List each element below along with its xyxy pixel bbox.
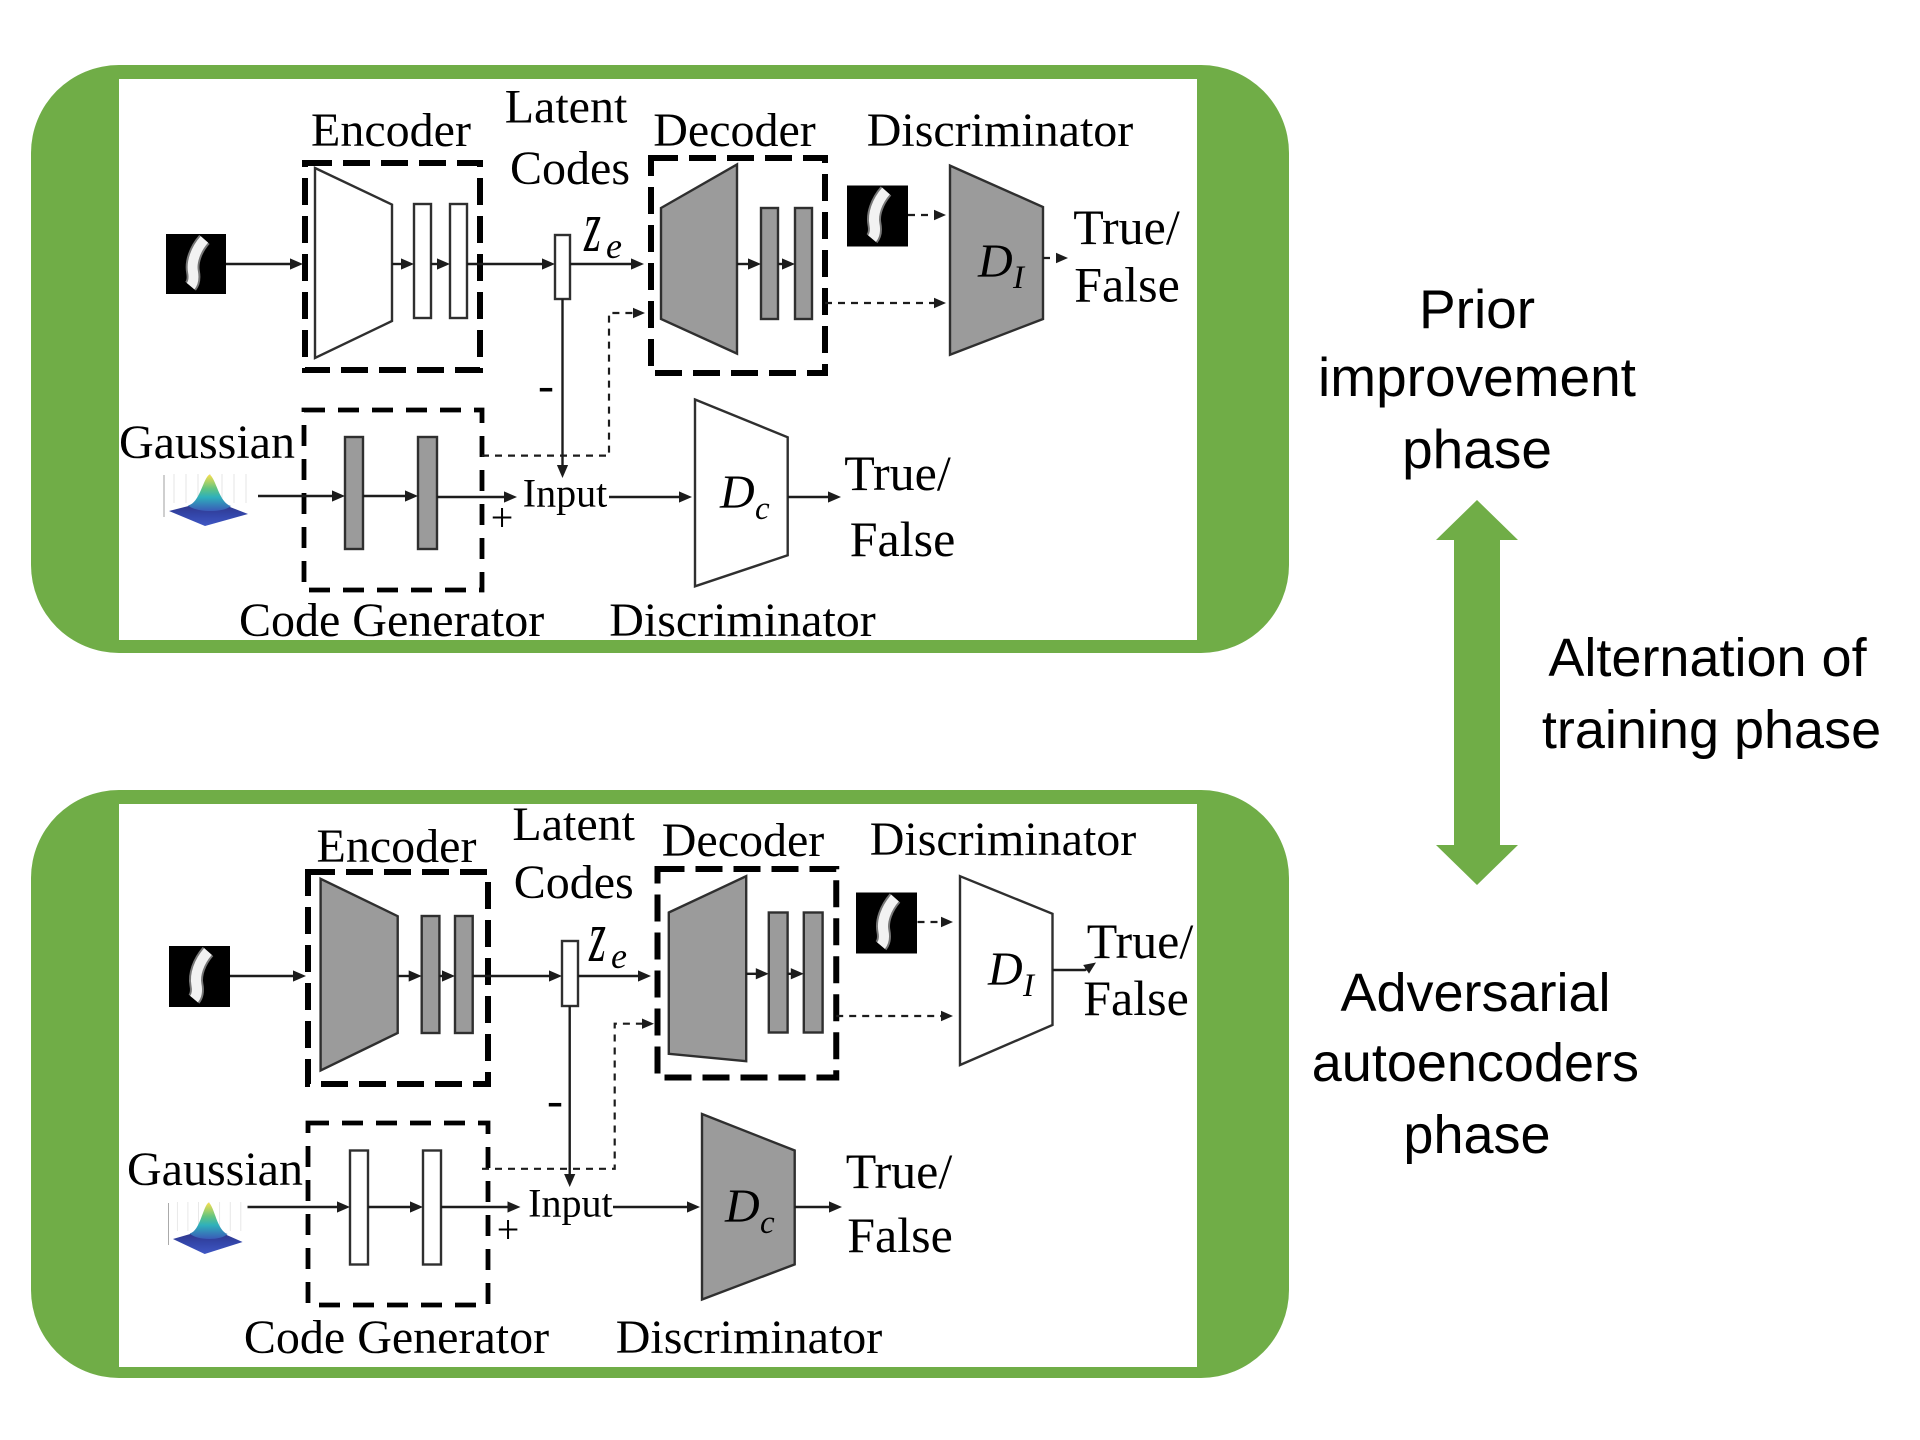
svg-text:Latent: Latent <box>512 798 635 851</box>
svg-text:Input: Input <box>528 1181 612 1226</box>
svg-text:D: D <box>719 466 755 519</box>
svg-text:z: z <box>588 896 606 978</box>
svg-text:True/: True/ <box>846 1143 953 1199</box>
svg-text:Gaussian: Gaussian <box>119 416 295 469</box>
svg-text:Code Generator: Code Generator <box>239 594 544 647</box>
svg-text:improvement: improvement <box>1318 346 1636 408</box>
svg-text:False: False <box>847 1207 953 1263</box>
svg-text:D: D <box>987 943 1023 996</box>
svg-text:z: z <box>583 186 601 268</box>
svg-text:Prior: Prior <box>1419 278 1535 340</box>
svg-text:Latent: Latent <box>505 81 628 134</box>
svg-text:True/: True/ <box>844 445 951 501</box>
svg-text:phase: phase <box>1402 418 1552 480</box>
svg-text:c: c <box>760 1205 775 1241</box>
svg-text:False: False <box>850 511 956 567</box>
svg-text:Codes: Codes <box>514 856 634 909</box>
svg-text:D: D <box>977 235 1013 288</box>
svg-text:False: False <box>1074 257 1180 313</box>
svg-text:I: I <box>1012 260 1026 296</box>
svg-text:Encoder: Encoder <box>317 820 477 873</box>
svg-text:Decoder: Decoder <box>653 104 816 157</box>
svg-text:Adversarial: Adversarial <box>1340 963 1610 1023</box>
svg-text:Discriminator: Discriminator <box>870 813 1137 866</box>
svg-text:c: c <box>755 491 770 527</box>
svg-text:Input: Input <box>523 471 607 516</box>
svg-text:Decoder: Decoder <box>662 814 825 867</box>
svg-text:False: False <box>1083 970 1189 1026</box>
svg-text:training phase: training phase <box>1542 700 1881 760</box>
svg-text:I: I <box>1022 968 1036 1004</box>
svg-text:True/: True/ <box>1087 913 1194 969</box>
svg-text:Alternation of: Alternation of <box>1548 628 1867 688</box>
svg-text:phase: phase <box>1403 1105 1550 1165</box>
svg-text:Discriminator: Discriminator <box>867 104 1134 157</box>
svg-text:e: e <box>611 936 627 976</box>
svg-text:+: + <box>491 495 514 540</box>
svg-text:D: D <box>724 1180 760 1233</box>
svg-text:e: e <box>606 226 622 266</box>
svg-text:Discriminator: Discriminator <box>609 594 876 647</box>
svg-text:Code Generator: Code Generator <box>244 1311 549 1364</box>
svg-text:autoencoders: autoencoders <box>1312 1033 1639 1093</box>
svg-text:+: + <box>497 1207 520 1252</box>
svg-text:Encoder: Encoder <box>311 104 471 157</box>
svg-text:Gaussian: Gaussian <box>127 1143 303 1196</box>
svg-text:-: - <box>547 1074 563 1127</box>
svg-text:Discriminator: Discriminator <box>616 1311 883 1364</box>
svg-text:Codes: Codes <box>510 142 630 195</box>
svg-text:-: - <box>538 359 554 412</box>
svg-text:True/: True/ <box>1073 199 1180 255</box>
